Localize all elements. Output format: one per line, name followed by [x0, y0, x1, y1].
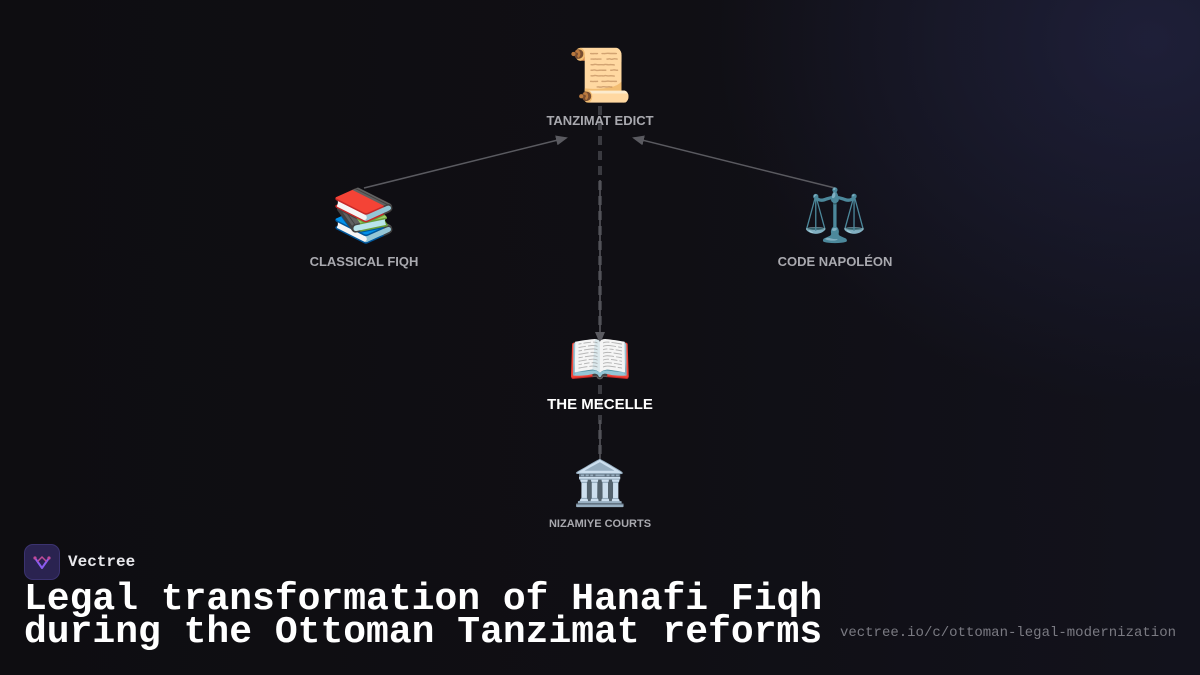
- node-label: THE MECELLE: [547, 396, 653, 413]
- edge-fiqh-to-tanzimat: [363, 135, 568, 189]
- node-the-mecelle[interactable]: 📖 THE MECELLE: [547, 334, 653, 413]
- classical-building-icon: 🏛️: [572, 458, 628, 509]
- node-nizamiye-courts[interactable]: 🏛️ NIZAMIYE COURTS: [548, 458, 652, 531]
- scroll-icon: 📜: [567, 46, 633, 106]
- brand-name: Vectree: [68, 553, 136, 571]
- node-code-napoleon[interactable]: ⚖️ CODE NAPOLÉON: [778, 190, 893, 269]
- brand: Vectree: [24, 544, 135, 580]
- node-classical-fiqh[interactable]: 📚 CLASSICAL FIQH: [310, 190, 419, 269]
- node-label: CODE NAPOLÉON: [777, 254, 893, 269]
- node-tanzimat-edict[interactable]: 📜 TANZIMAT EDICT: [546, 50, 653, 128]
- open-book-icon: 📖: [567, 330, 633, 390]
- vectree-logo-icon: [24, 544, 60, 580]
- page-title: Legal transformation of Hanafi Fiqh duri…: [24, 578, 823, 654]
- node-label: NIZAMIYE COURTS: [548, 518, 652, 530]
- balance-scale-icon: ⚖️: [802, 186, 868, 246]
- source-url[interactable]: vectree.io/c/ottoman-legal-modernization: [839, 625, 1176, 641]
- node-label: TANZIMAT EDICT: [546, 113, 654, 128]
- edge-napoleon-to-tanzimat: [632, 135, 836, 189]
- node-label: CLASSICAL FIQH: [309, 254, 419, 269]
- books-icon: 📚: [331, 186, 397, 246]
